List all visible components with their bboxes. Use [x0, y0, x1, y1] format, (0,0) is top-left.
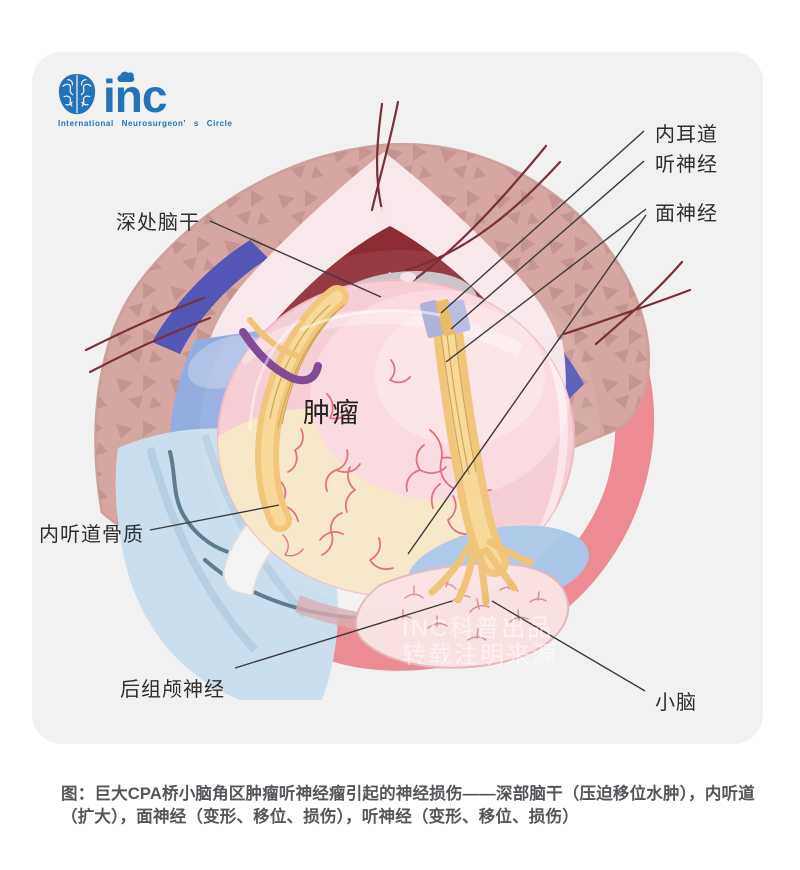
label-deep-brainstem: 深处脑干 [116, 212, 200, 234]
lower-cranial-nerve-strand [168, 450, 230, 554]
leader-facial-nerve-a [445, 208, 647, 363]
leader-auditory-nerve [450, 160, 645, 330]
leader-deep-brainstem [209, 220, 382, 298]
watermark-line1: INC科普出品 [402, 615, 554, 642]
inc-logo-brain-icon [58, 73, 96, 115]
watermark-line2: 转载注明来源 [402, 642, 558, 669]
figure-caption: 图：巨大CPA桥小脑角区肿瘤听神经瘤引起的神经损伤——深部脑干（压迫移位水肿），… [61, 783, 761, 829]
leader-iac-bone [149, 504, 280, 531]
label-auditory-nerve: 听神经 [655, 154, 718, 176]
label-iac-bone: 内听道骨质 [39, 524, 144, 546]
inc-logo-cloud-icon [117, 71, 135, 82]
suture-anchors [373, 207, 559, 345]
inc-logo-tagline: International Neurosurgeon' s Circle [58, 119, 233, 128]
leader-facial-nerve-b [407, 214, 647, 555]
watermark: INC科普出品 转载注明来源 [402, 615, 558, 669]
label-facial-nerve: 面神经 [655, 203, 718, 225]
label-cerebellum: 小脑 [655, 692, 697, 714]
leader-lines [149, 130, 647, 692]
leader-internal-auditory-canal [440, 130, 645, 314]
label-lower-cranial-nerves: 后组颅神经 [120, 679, 225, 701]
label-internal-auditory-canal: 内耳道 [655, 124, 718, 146]
inc-logo-wordmark: inc [103, 70, 167, 122]
suture-threads [84, 100, 692, 374]
iac-lavender-segments [419, 299, 471, 339]
caption-line1: 图：巨大CPA桥小脑角区肿瘤听神经瘤引起的神经损伤——深部脑干（压迫移位水肿），… [61, 785, 755, 803]
caption-line2: （扩大），面神经（变形、移位、损伤），听神经（变形、移位、损伤） [61, 808, 579, 826]
arachnoid-sheen [200, 250, 600, 610]
leader-lower-cranial-nerves [234, 600, 453, 669]
leader-cerebellum [491, 600, 646, 692]
nerve-fan [428, 538, 534, 606]
purple-vessel [239, 317, 322, 385]
label-tumor: 肿瘤 [303, 398, 361, 428]
inc-logo: inc International Neurosurgeon' s Circle [56, 70, 256, 134]
